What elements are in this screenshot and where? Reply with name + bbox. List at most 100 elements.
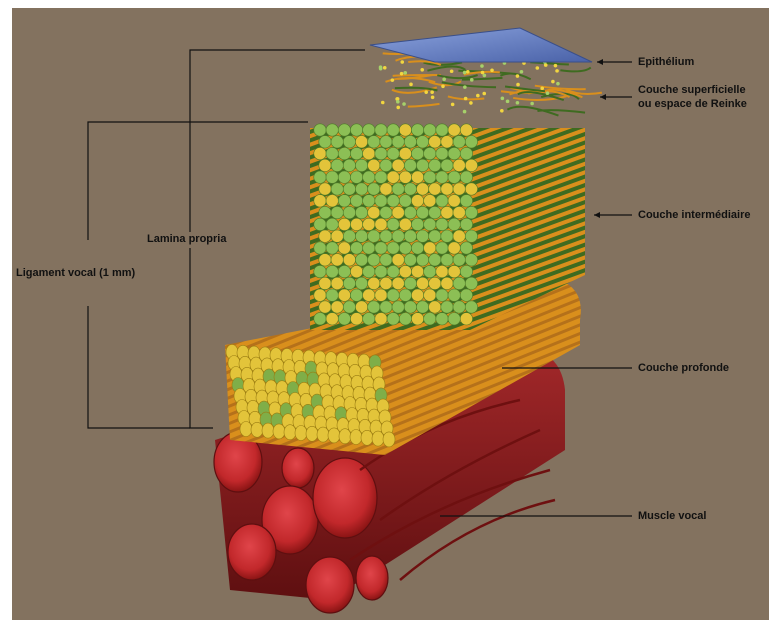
fiber-end [368,136,380,148]
fiber-end [453,159,465,171]
fiber-dot [476,94,480,98]
fiber-end [387,195,399,207]
fiber-dot [520,70,524,74]
fiber-dot [530,102,534,106]
fiber-end [387,171,399,183]
fiber-dot [450,69,454,73]
fiber-end [460,218,472,230]
fiber-end [460,265,472,277]
fiber-dot [420,68,424,72]
fiber-end [295,426,307,441]
label-intermediate: Couche intermédiaire [638,209,750,222]
fiber-end [319,301,331,313]
fiber-end [375,195,387,207]
fiber-end [416,136,428,148]
fiber-end [465,301,477,313]
fiber-end [411,218,423,230]
fiber-end [343,277,355,289]
fiber-end [460,313,472,325]
fiber-end [448,289,460,301]
fiber-end [392,136,404,148]
fiber-dot [441,84,445,88]
fiber-end [392,254,404,266]
fiber-end [363,218,375,230]
fiber-dot [555,69,559,73]
fiber-dot [516,83,520,87]
fiber-end [448,265,460,277]
fiber-end [326,313,338,325]
fiber-end [331,230,343,242]
fiber-end [338,124,350,136]
fiber-end [368,206,380,218]
fiber-end [392,277,404,289]
fiber-end [355,301,367,313]
fiber-end [436,289,448,301]
fiber-end [460,124,472,136]
fiber-end [343,254,355,266]
fiber-end [368,301,380,313]
fiber-end [338,242,350,254]
fiber-end [355,159,367,171]
fiber-end [326,242,338,254]
label-superficial-line1: Couche superficielle [638,84,746,97]
fiber-end [326,289,338,301]
fiber-end [429,301,441,313]
fiber-end [465,230,477,242]
fiber-end [404,301,416,313]
fiber-end [326,124,338,136]
fiber-end [368,277,380,289]
fiber-end [404,136,416,148]
fiber-dot [391,78,395,82]
fiber-end [387,313,399,325]
fiber-end [429,277,441,289]
fiber-end [375,242,387,254]
fiber-end [399,242,411,254]
fiber-end [343,183,355,195]
fiber-end [404,230,416,242]
fiber-end [399,124,411,136]
fiber-dot [481,71,485,75]
loose-fiber [393,75,441,76]
fiber-dot [430,90,434,94]
fiber-end [411,124,423,136]
fiber-end [319,159,331,171]
fiber-end [326,195,338,207]
fiber-end [392,183,404,195]
fiber-end [441,206,453,218]
fiber-end [441,230,453,242]
fiber-end [368,254,380,266]
fiber-end [429,254,441,266]
fiber-end [314,195,326,207]
fiber-end [453,301,465,313]
fiber-end [387,265,399,277]
fiber-end [240,422,252,437]
fiber-end [399,289,411,301]
fiber-dot [463,110,467,114]
fiber-end [350,265,362,277]
fiber-end [424,242,436,254]
fiber-end [411,147,423,159]
fiber-end [404,206,416,218]
fiber-end [326,265,338,277]
fiber-end [411,265,423,277]
fiber-end [411,313,423,325]
fiber-dot [463,85,467,89]
fiber-end [416,159,428,171]
fiber-end [319,183,331,195]
fiber-end [251,422,263,437]
fiber-end [350,289,362,301]
fiber-end [392,159,404,171]
fiber-dot [554,64,558,68]
muscle-fiber-end [313,458,377,538]
fiber-end [375,171,387,183]
fiber-end [363,171,375,183]
fiber-dot [463,71,467,75]
fiber-end [380,254,392,266]
fiber-end [343,136,355,148]
fiber-end [375,218,387,230]
fiber-end [411,289,423,301]
fiber-end [416,206,428,218]
fiber-dot [424,90,428,94]
fiber-end [314,265,326,277]
fiber-end [343,159,355,171]
